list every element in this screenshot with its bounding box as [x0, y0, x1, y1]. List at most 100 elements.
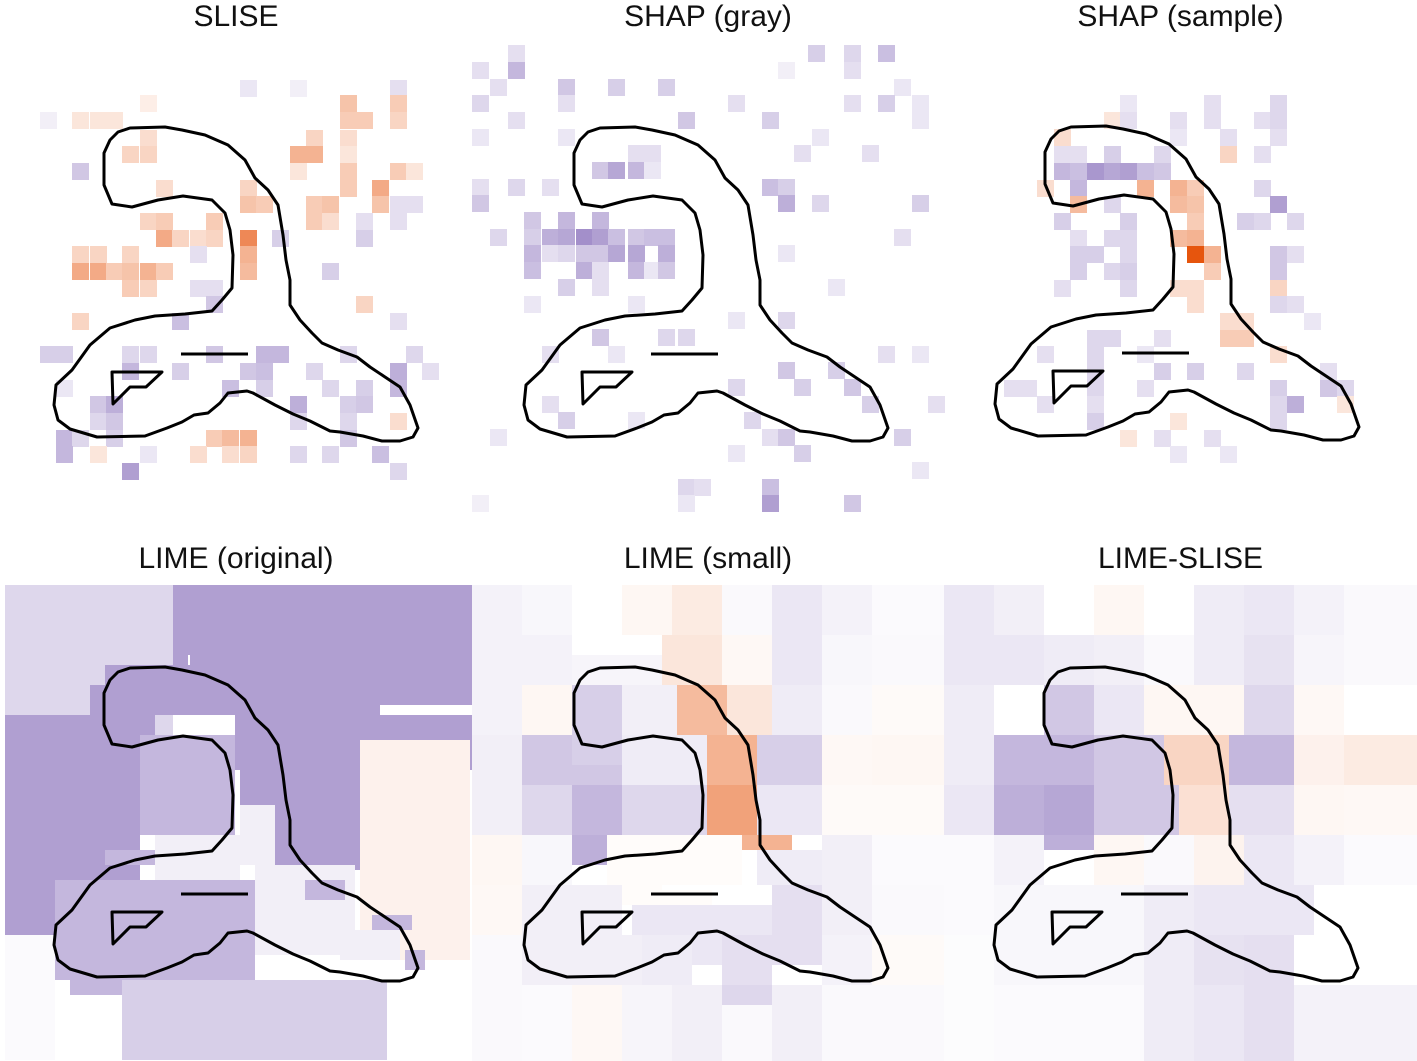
panel-title: SLISE	[193, 0, 279, 33]
shape-outline	[52, 125, 420, 443]
heatmap-cell	[1054, 163, 1071, 180]
heatmap-cell	[1287, 246, 1304, 263]
heatmap-cell	[1244, 635, 1294, 685]
heatmap-cell	[524, 262, 541, 279]
heatmap-cell	[707, 785, 757, 835]
heatmap-cell	[912, 95, 929, 112]
heatmap-cell	[622, 985, 672, 1061]
heatmap-cell	[1087, 330, 1104, 347]
heatmap-cell	[894, 229, 911, 246]
heatmap-cell	[844, 95, 861, 112]
heatmap-cell	[944, 885, 994, 935]
heatmap-cell	[608, 346, 625, 363]
heatmap-cell	[994, 585, 1044, 635]
heatmap-cell	[1344, 585, 1417, 635]
heatmap-cell	[90, 263, 107, 280]
heatmap-cell	[1187, 296, 1204, 313]
heatmap-cell	[90, 413, 107, 430]
heatmap-cell	[172, 230, 189, 247]
heatmap-cell	[944, 935, 994, 985]
heatmap-cell	[772, 585, 822, 635]
heatmap-cell	[1270, 112, 1287, 129]
heatmap-cell	[1070, 230, 1087, 247]
heatmap-cell	[240, 230, 257, 247]
heatmap-cell	[822, 685, 872, 735]
heatmap-cell	[524, 212, 541, 229]
heatmap-cell	[542, 396, 559, 413]
heatmap-cell	[762, 179, 779, 196]
heatmap-cell	[1220, 146, 1237, 163]
heatmap-cell	[1287, 213, 1304, 230]
heatmap-cell	[672, 585, 722, 635]
heatmap-cell	[1144, 585, 1194, 635]
heatmap-cell	[156, 180, 173, 197]
heatmap-cell	[322, 213, 339, 230]
heatmap-cell	[56, 380, 73, 397]
heatmap-cell	[1137, 380, 1154, 397]
heatmap-cell	[406, 346, 423, 363]
outline-flag	[580, 910, 634, 946]
heatmap-cell	[1270, 263, 1287, 280]
panel-shap-sample: SHAP (sample)	[944, 0, 1417, 525]
heatmap-cell	[472, 785, 522, 835]
heatmap-cell	[762, 112, 779, 129]
heatmap-cell	[628, 245, 645, 262]
heatmap-cell	[490, 229, 507, 246]
heatmap-cell	[1087, 246, 1104, 263]
heatmap-cell	[1229, 785, 1294, 835]
panel-title: LIME (original)	[138, 542, 334, 575]
heatmap-cell	[156, 213, 173, 230]
heatmap-cell	[1194, 635, 1244, 685]
heatmap-cell	[390, 363, 407, 380]
heatmap-cell	[1220, 129, 1237, 146]
heatmap-cell	[1070, 263, 1087, 280]
heatmap-cell	[658, 245, 675, 262]
heatmap-cell	[1154, 146, 1171, 163]
heatmap-cell	[472, 885, 522, 935]
heatmap-cell	[472, 62, 489, 79]
heatmap-cell	[572, 785, 622, 835]
heatmap-cell	[678, 479, 695, 496]
heatmap-cell	[658, 79, 675, 96]
heatmap-cell	[356, 380, 373, 397]
heatmap-cell	[592, 162, 609, 179]
heatmap-cell	[1204, 246, 1221, 263]
heatmap-cell	[1194, 685, 1244, 735]
heatmap-cell	[1094, 635, 1144, 685]
heatmap-cell	[1120, 230, 1137, 247]
heatmap-cell	[390, 80, 407, 97]
heatmap-slise	[40, 80, 439, 480]
heatmap-cell	[772, 985, 822, 1061]
heatmap-cell	[862, 145, 879, 162]
heatmap-cell	[722, 585, 772, 635]
heatmap-cell	[1244, 935, 1294, 985]
heatmap-cell	[472, 129, 489, 146]
heatmap-cell	[1104, 146, 1121, 163]
heatmap-cell	[140, 95, 157, 112]
heatmap-cell	[1170, 129, 1187, 146]
heatmap-cell	[572, 985, 622, 1061]
heatmap-cell	[622, 685, 677, 735]
outline-body	[52, 665, 420, 983]
heatmap-cell	[1229, 735, 1294, 785]
heatmap-cell	[90, 246, 107, 263]
heatmap-cell	[390, 163, 407, 180]
heatmap-cell	[728, 95, 745, 112]
heatmap-cell	[822, 735, 872, 785]
heatmap-cell	[1104, 263, 1121, 280]
heatmap-cell	[844, 45, 861, 62]
heatmap-cell	[794, 145, 811, 162]
heatmap-cell	[778, 195, 795, 212]
heatmap-cell	[140, 263, 157, 280]
heatmap-cell	[778, 312, 795, 329]
heatmap-cell	[472, 735, 522, 785]
heatmap-cell	[390, 213, 407, 230]
heatmap-cell	[694, 479, 711, 496]
heatmap-cell	[912, 112, 929, 129]
heatmap-cell	[872, 835, 944, 885]
heatmap-cell	[240, 263, 257, 280]
outline-body	[522, 665, 890, 983]
heatmap-cell	[5, 935, 55, 1060]
heatmap-cell	[1144, 985, 1194, 1061]
heatmap-cell	[1294, 635, 1344, 685]
